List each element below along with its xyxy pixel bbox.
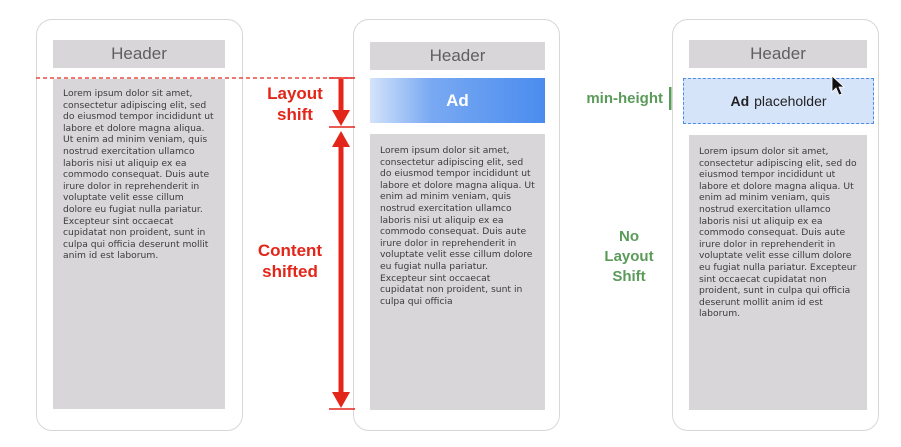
no-layout-shift-line2: Layout [604,248,654,265]
content-before: Lorem ipsum dolor sit amet, consectetur … [53,79,225,409]
layout-shift-line2: shift [277,105,313,124]
content-shifted: Lorem ipsum dolor sit amet, consectetur … [370,134,545,410]
no-layout-shift-line3: Shift [612,268,646,285]
cursor-icon [831,75,846,96]
content-shifted-arrow [329,131,355,410]
header-shifted: Header [370,42,545,70]
no-layout-shift-line1: No [619,228,639,245]
content-shifted-line1: Content [257,241,323,260]
layout-shift-arrow [329,77,355,128]
ad-banner: Ad [370,78,545,123]
content-shifted-label: Content shifted [248,240,332,282]
no-layout-shift-label: No Layout Shift [596,227,662,287]
ad-placeholder-bold: Ad [730,93,750,109]
content-reserved: Lorem ipsum dolor sit amet, consectetur … [689,135,867,410]
ad-placeholder-text: placeholder [754,93,827,109]
layout-shift-line1: Layout [267,84,323,103]
header-reserved: Header [689,40,867,68]
header-before: Header [53,40,225,68]
min-height-bar [669,87,672,110]
layout-shift-label: Layout shift [260,83,330,125]
content-shifted-line2: shifted [262,262,318,281]
min-height-label: min-height [586,90,663,107]
